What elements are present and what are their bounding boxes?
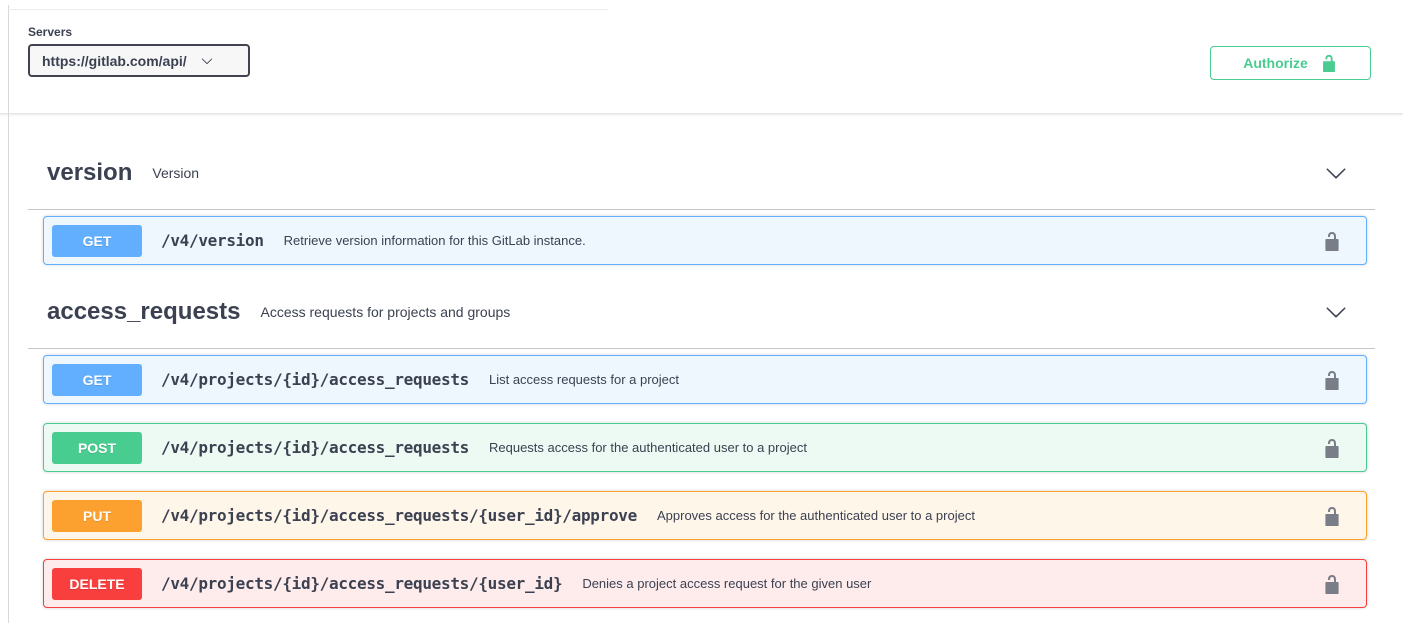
section-subtitle: Version xyxy=(152,165,200,181)
unlocked-padlock-icon xyxy=(1322,574,1342,594)
servers-block: Servers https://gitlab.com/api/ xyxy=(28,25,250,77)
method-badge: GET xyxy=(52,363,142,396)
window-frame-left xyxy=(8,5,9,623)
operations-list: GET /v4/projects/{id}/access_requests Li… xyxy=(36,349,1367,608)
unlocked-padlock-icon xyxy=(1320,54,1338,72)
section-title: access_requests xyxy=(47,298,241,325)
operation-description: Denies a project access request for the … xyxy=(582,576,872,591)
operation-path: /v4/version xyxy=(161,231,264,250)
operation-description: Retrieve version information for this Gi… xyxy=(283,233,586,248)
chevron-down-icon[interactable] xyxy=(1325,162,1347,184)
operation-path: /v4/projects/{id}/access_requests/{user_… xyxy=(161,506,637,525)
section-version: version Version GET /v4/version Retrieve… xyxy=(28,145,1375,265)
operation-row-get-version[interactable]: GET /v4/version Retrieve version informa… xyxy=(43,216,1367,265)
unlocked-padlock-icon xyxy=(1322,438,1342,458)
unlocked-padlock-icon xyxy=(1322,231,1342,251)
auth-lock-button[interactable] xyxy=(1312,434,1352,462)
auth-lock-button[interactable] xyxy=(1312,366,1352,394)
operation-description: List access requests for a project xyxy=(488,372,680,387)
operation-path: /v4/projects/{id}/access_requests/{user_… xyxy=(161,574,563,593)
section-access-requests: access_requests Access requests for proj… xyxy=(28,284,1375,608)
unlocked-padlock-icon xyxy=(1322,370,1342,390)
section-title: version xyxy=(47,159,133,186)
authorize-button[interactable]: Authorize xyxy=(1210,46,1371,80)
chevron-down-icon xyxy=(201,55,213,67)
server-select[interactable]: https://gitlab.com/api/ xyxy=(28,44,250,77)
operation-row-put-approve[interactable]: PUT /v4/projects/{id}/access_requests/{u… xyxy=(43,491,1367,540)
operation-path: /v4/projects/{id}/access_requests xyxy=(161,438,469,457)
method-badge: DELETE xyxy=(52,567,142,600)
operation-row-delete-access-request[interactable]: DELETE /v4/projects/{id}/access_requests… xyxy=(43,559,1367,608)
servers-label: Servers xyxy=(28,25,73,39)
method-badge: GET xyxy=(52,224,142,257)
operations-list: GET /v4/version Retrieve version informa… xyxy=(36,210,1367,265)
authorize-button-label: Authorize xyxy=(1243,55,1308,71)
auth-lock-button[interactable] xyxy=(1312,570,1352,598)
section-subtitle: Access requests for projects and groups xyxy=(260,304,511,320)
section-header-access-requests[interactable]: access_requests Access requests for proj… xyxy=(28,284,1375,349)
operation-description: Approves access for the authenticated us… xyxy=(656,508,975,523)
method-badge: PUT xyxy=(52,499,142,532)
api-operations: version Version GET /v4/version Retrieve… xyxy=(0,145,1403,608)
chevron-down-icon[interactable] xyxy=(1325,301,1347,323)
scheme-container: Servers https://gitlab.com/api/ Authoriz… xyxy=(0,5,1403,114)
operation-row-get-access-requests[interactable]: GET /v4/projects/{id}/access_requests Li… xyxy=(43,355,1367,404)
method-badge: POST xyxy=(52,431,142,464)
auth-lock-button[interactable] xyxy=(1312,502,1352,530)
window-frame-top xyxy=(8,9,608,10)
auth-lock-button[interactable] xyxy=(1312,227,1352,255)
server-select-value: https://gitlab.com/api/ xyxy=(42,52,187,69)
authorize-wrap: Authorize xyxy=(1210,25,1371,80)
section-header-version[interactable]: version Version xyxy=(28,145,1375,210)
operation-path: /v4/projects/{id}/access_requests xyxy=(161,370,469,389)
operation-row-post-access-requests[interactable]: POST /v4/projects/{id}/access_requests R… xyxy=(43,423,1367,472)
operation-description: Requests access for the authenticated us… xyxy=(488,440,807,455)
unlocked-padlock-icon xyxy=(1322,506,1342,526)
